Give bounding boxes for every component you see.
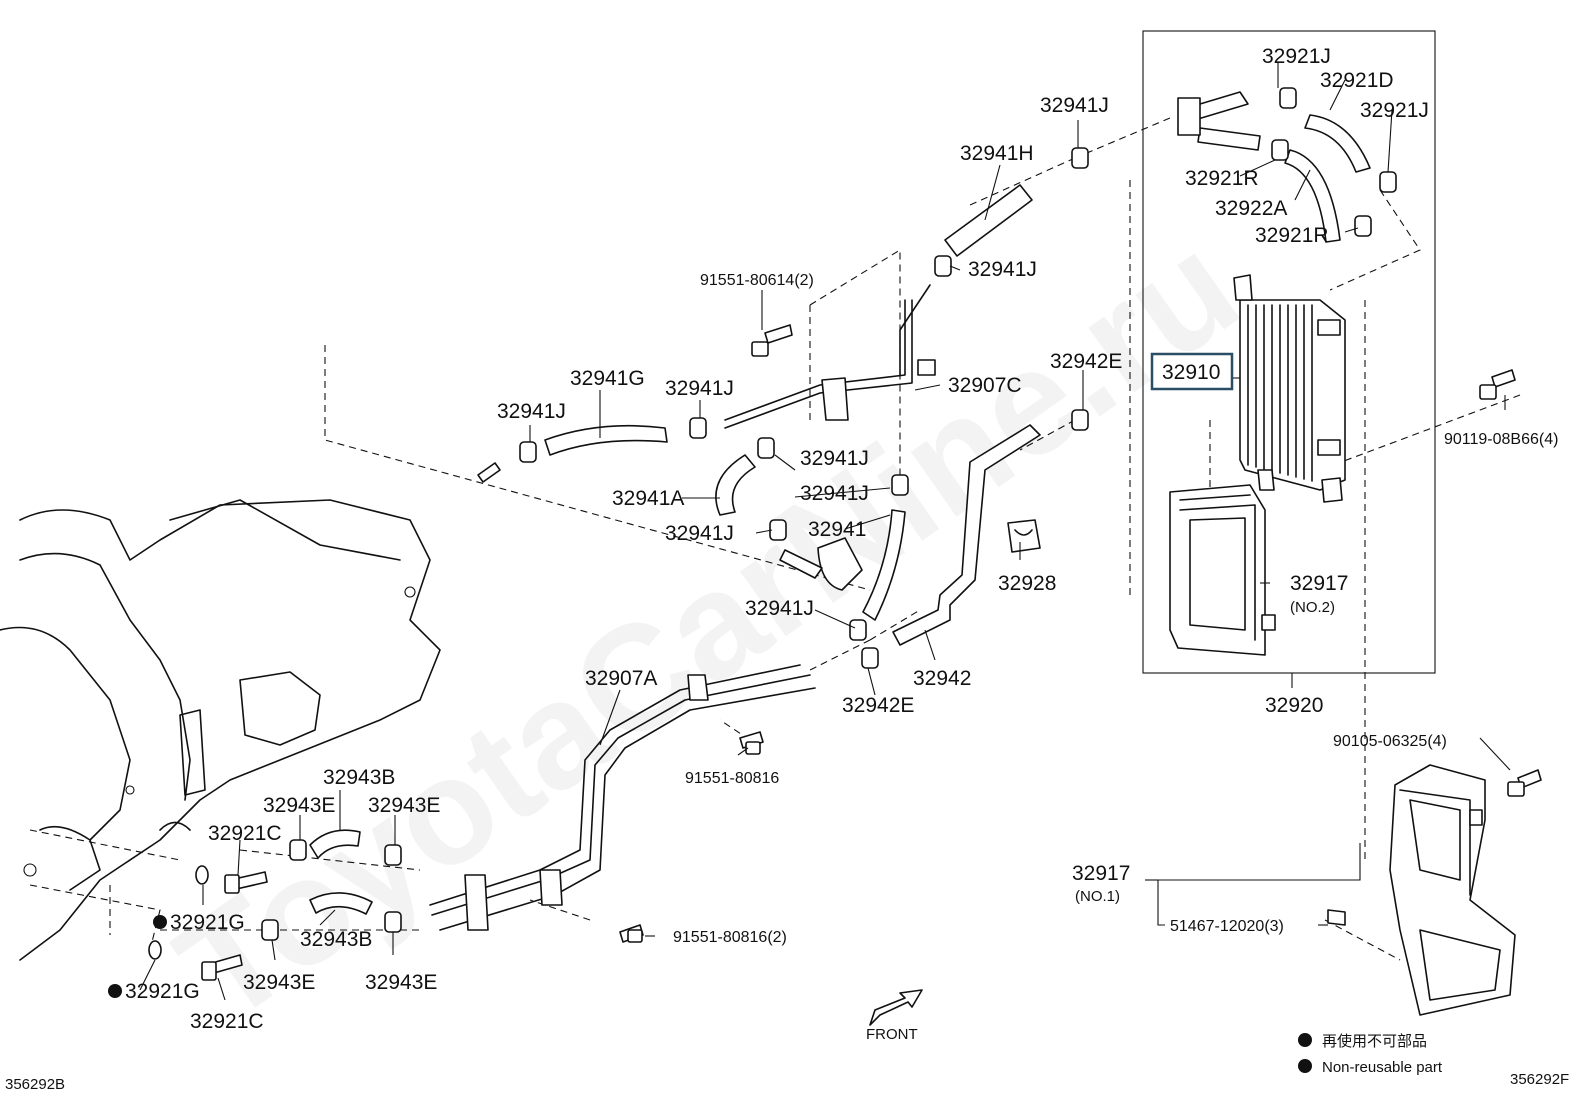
label-32921D: 32921D	[1320, 69, 1394, 92]
label-32941J-a: 32941J	[1040, 94, 1109, 117]
label-32907C: 32907C	[948, 374, 1022, 397]
gaskets-32921G	[148, 865, 209, 960]
hose-32941A	[715, 454, 756, 516]
label-32910: 32910	[1162, 361, 1220, 384]
label-32943B-b: 32943B	[300, 928, 372, 951]
label-91551-80816-a: 91551-80816	[685, 770, 779, 787]
label-32921C-a: 32921C	[208, 822, 282, 845]
label-32921G-b: 32921G	[125, 980, 200, 1003]
label-32943E-d: 32943E	[365, 971, 437, 994]
label-32907A: 32907A	[585, 667, 657, 690]
label-32921R-a: 32921R	[1185, 167, 1259, 190]
label-32941J-e: 32941J	[800, 447, 869, 470]
hose-small-left	[477, 462, 501, 483]
label-32921R-b: 32921R	[1255, 224, 1329, 247]
label-32943E-c: 32943E	[243, 971, 315, 994]
label-32942: 32942	[913, 667, 971, 690]
label-32942E-b: 32942E	[842, 694, 914, 717]
svg-text:ToyotaCarNine.ru: ToyotaCarNine.ru	[148, 201, 1266, 1054]
watermark: ToyotaCarNine.ru	[148, 201, 1266, 1054]
label-32941H: 32941H	[960, 142, 1034, 165]
clamps	[261, 87, 1397, 941]
label-no1: (NO.1)	[1075, 888, 1120, 905]
label-51467-12020: 51467-12020(3)	[1170, 918, 1284, 935]
part-labels: 32921J 32921D 32921J 32941J 32941H 32921…	[108, 45, 1558, 1033]
bolts	[201, 324, 1542, 981]
assembly-box-32920	[1142, 30, 1436, 674]
label-32941J-d: 32941J	[497, 400, 566, 423]
label-no2: (NO.2)	[1290, 599, 1335, 616]
hose-32941	[862, 509, 906, 621]
label-32943E-b: 32943E	[368, 794, 440, 817]
diagram-code-left: 356292B	[5, 1076, 65, 1093]
label-32920: 32920	[1265, 694, 1323, 717]
label-32941G: 32941G	[570, 367, 645, 390]
shroud-32917-no2	[1169, 484, 1276, 656]
front-label: FRONT	[866, 1026, 918, 1043]
pipe-connector-32907	[1177, 97, 1201, 136]
hose-32941G	[544, 424, 668, 456]
label-32941A: 32941A	[612, 487, 684, 510]
strainer	[779, 537, 863, 591]
label-91551-80614: 91551-80614(2)	[700, 272, 814, 289]
label-32942E-a: 32942E	[1050, 350, 1122, 373]
label-91551-80816-b: 91551-80816(2)	[673, 929, 787, 946]
legend-bullet-2	[1298, 1059, 1312, 1073]
label-32922A: 32922A	[1215, 197, 1287, 220]
label-32941J-h: 32941J	[745, 597, 814, 620]
label-32921G-a: 32921G	[170, 911, 245, 934]
label-32941J-b: 32941J	[968, 258, 1037, 281]
leader-lines	[139, 62, 1511, 1001]
dashed-guides	[29, 117, 1521, 961]
non-reusable-marker-b	[108, 984, 122, 998]
label-32921J-right: 32921J	[1360, 99, 1429, 122]
oil-cooler-32910	[1233, 274, 1346, 503]
hose-32921D	[1304, 114, 1371, 173]
pipe-32907C	[724, 284, 936, 429]
label-90105-06325: 90105-06325(4)	[1333, 733, 1447, 750]
label-32943E-a: 32943E	[263, 794, 335, 817]
label-32941: 32941	[808, 518, 866, 541]
label-32921C-b: 32921C	[190, 1010, 264, 1033]
legend-line-2: Non-reusable part	[1322, 1059, 1443, 1076]
label-32917-no1: 32917	[1072, 862, 1130, 885]
label-32917-no2: 32917	[1290, 572, 1348, 595]
label-32921J-top: 32921J	[1262, 45, 1331, 68]
label-90119-08B66: 90119-08B66(4)	[1444, 431, 1558, 448]
pipe-32942	[892, 424, 1041, 646]
bracket-32928	[1007, 519, 1041, 553]
hose-32943B-lower	[309, 892, 373, 915]
label-32941J-f: 32941J	[800, 482, 869, 505]
label-32941J-c: 32941J	[665, 377, 734, 400]
hose-32922A	[1284, 149, 1341, 243]
label-32928: 32928	[998, 572, 1056, 595]
hose-32941H	[944, 184, 1033, 257]
label-32941J-g: 32941J	[665, 522, 734, 545]
legend-bullet-1	[1298, 1033, 1312, 1047]
transmission-outline	[0, 499, 441, 961]
front-arrow: FRONT	[866, 989, 923, 1043]
highlight-box-32910	[1150, 352, 1234, 391]
shroud-32917-no1	[1389, 764, 1516, 1016]
non-reusable-marker-a	[153, 915, 167, 929]
hose-32943B-upper	[309, 829, 361, 859]
label-32943B-a: 32943B	[323, 766, 395, 789]
legend: 再使用不可部品 Non-reusable part	[1298, 1033, 1443, 1076]
diagram-code-right: 356292F	[1510, 1071, 1569, 1088]
legend-line-1: 再使用不可部品	[1322, 1033, 1427, 1050]
pipe-32907A	[429, 664, 816, 931]
